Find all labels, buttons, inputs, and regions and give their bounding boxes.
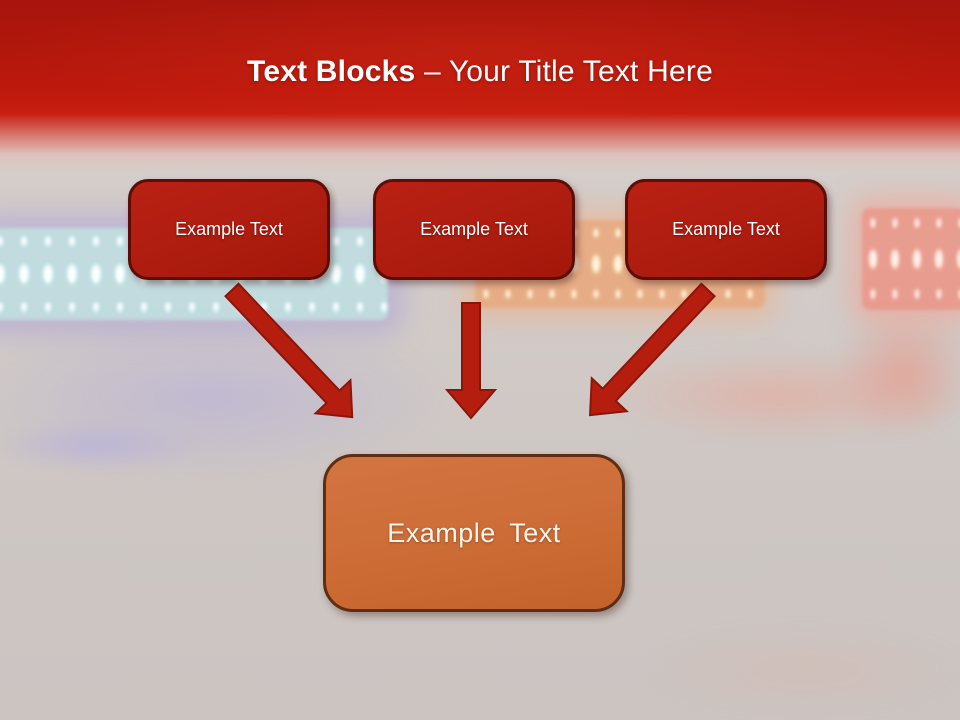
text-block-1[interactable]: Example Text (128, 179, 330, 280)
text-block-2-label: Example Text (420, 219, 528, 239)
title-banner: Text Blocks – Your Title Text Here (0, 0, 960, 172)
slide-title-bold: Text Blocks (247, 55, 416, 88)
slide-title-regular: – Your Title Text Here (423, 55, 713, 88)
result-block[interactable]: Example Text (323, 454, 625, 612)
police-lights-red-strip (862, 208, 960, 310)
text-block-2[interactable]: Example Text (373, 179, 575, 280)
arrow-down-icon (444, 302, 498, 420)
result-block-label: Example Text (387, 517, 561, 548)
slide-title: Text Blocks – Your Title Text Here (0, 52, 960, 92)
text-block-3[interactable]: Example Text (625, 179, 827, 280)
text-block-1-label: Example Text (175, 219, 283, 239)
text-block-3-label: Example Text (672, 219, 780, 239)
arrow-down-right-icon (224, 282, 354, 419)
arrow-down-left-icon (588, 282, 716, 417)
